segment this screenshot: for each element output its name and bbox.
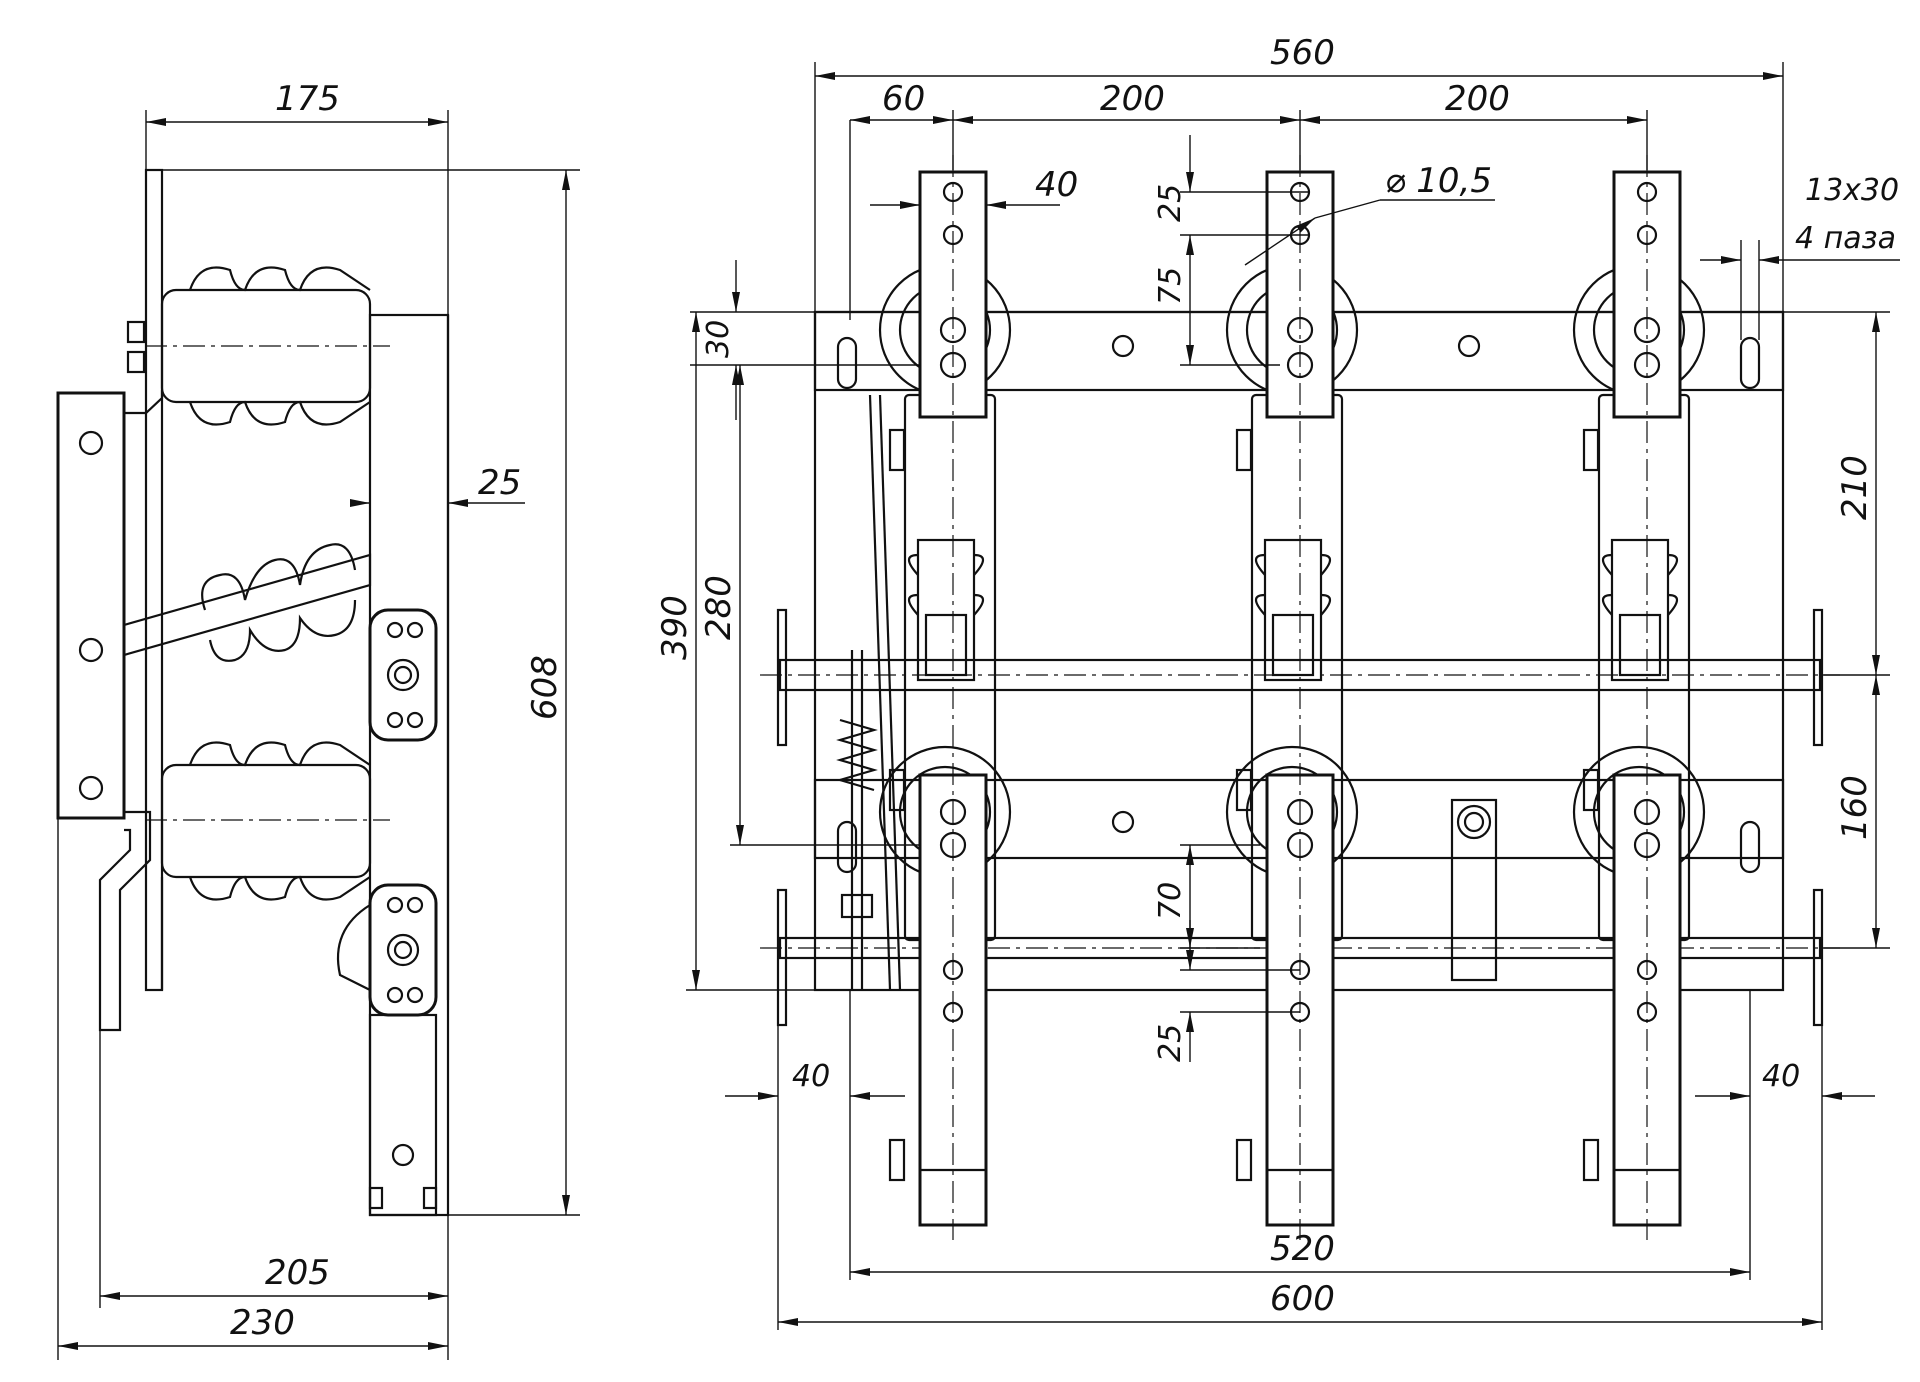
dim-390: 390 (655, 595, 695, 660)
mount-slot (836, 820, 858, 874)
dim-560: 560 (1270, 33, 1335, 73)
side-link-plate-lower (336, 883, 438, 1017)
dim-40-left: 40 (792, 1059, 830, 1094)
dim-230: 230 (230, 1303, 295, 1343)
dim-200-a: 200 (1100, 79, 1165, 119)
side-top-insulator (145, 266, 390, 426)
dim-60: 60 (882, 79, 925, 119)
dim-slot-size: 13х30 (1805, 173, 1899, 208)
phase-unit-b (1225, 155, 1359, 1240)
front-view: 560 60 200 200 40 25 75 ⌀ 10,5 (655, 33, 1900, 1330)
dim-280: 280 (699, 575, 739, 640)
side-back-plate (144, 168, 164, 992)
dim-30: 30 (701, 320, 736, 358)
dim-200-b: 200 (1445, 79, 1510, 119)
side-bottom-insulator (145, 741, 390, 901)
dim-210: 210 (1835, 455, 1875, 520)
dim-175: 175 (275, 79, 340, 119)
side-view: 175 25 608 205 230 (56, 79, 580, 1360)
spring-mechanism (836, 394, 902, 991)
mount-slot (1739, 820, 1761, 874)
side-middle-insulator (122, 543, 372, 662)
dim-75: 75 (1153, 267, 1188, 305)
dim-40-right: 40 (1762, 1059, 1800, 1094)
side-link-plate-upper (368, 608, 438, 742)
mount-slot (1739, 336, 1761, 390)
dim-slot-count: 4 паза (1795, 221, 1896, 256)
dim-600: 600 (1270, 1279, 1335, 1319)
phase-unit-a (878, 155, 1012, 1240)
dim-520: 520 (1270, 1229, 1335, 1269)
dim-160: 160 (1835, 775, 1875, 840)
phase-unit-c (1572, 155, 1706, 1240)
dim-205: 205 (265, 1253, 330, 1293)
mount-slot (836, 336, 858, 390)
dim-70: 70 (1153, 882, 1188, 920)
dim-25-bottom: 25 (1153, 1024, 1188, 1062)
dim-25-top: 25 (1153, 184, 1188, 222)
dim-25-side: 25 (478, 463, 521, 503)
dim-diameter: ⌀ 10,5 (1385, 161, 1492, 201)
dim-40-bar: 40 (1035, 165, 1078, 205)
dim-608: 608 (525, 655, 565, 720)
drive-lever (1450, 798, 1498, 982)
side-mount-bracket (56, 391, 126, 820)
